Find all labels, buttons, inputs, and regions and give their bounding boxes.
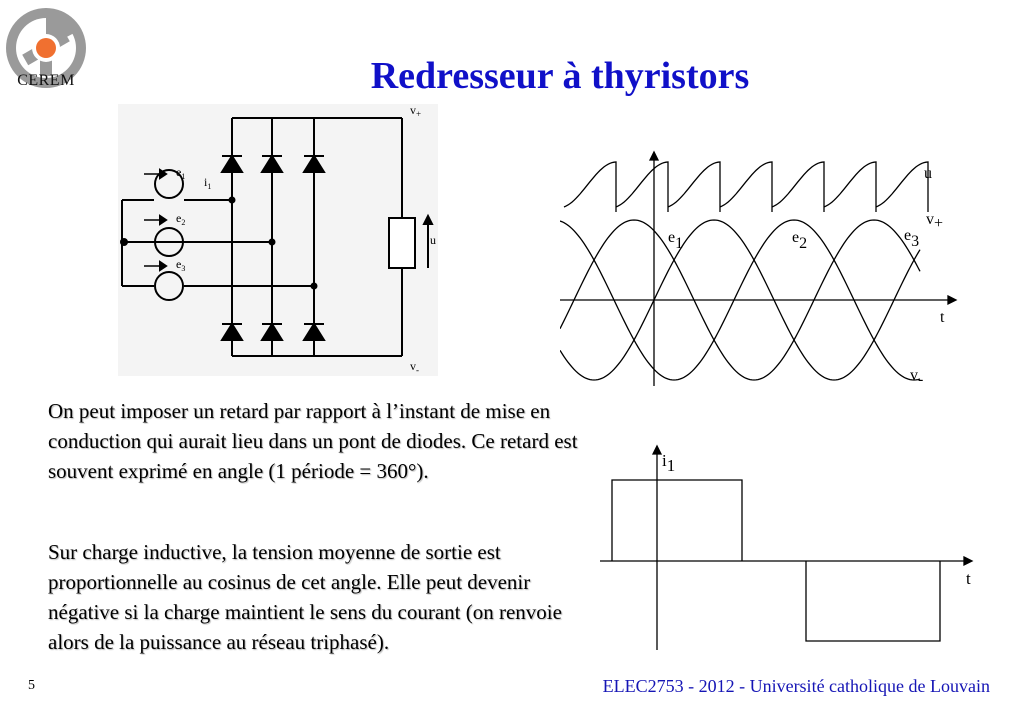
e3-label: e3 bbox=[176, 257, 185, 273]
t-wave-label: t bbox=[940, 309, 945, 326]
e2-wave-label: e2 bbox=[792, 229, 807, 252]
u-label: u bbox=[430, 233, 436, 247]
i1-current-label: i1 bbox=[662, 451, 675, 475]
positive-current-block bbox=[611, 479, 743, 561]
paragraph-inductive-load: Sur charge inductive, la tension moyenne… bbox=[48, 540, 562, 654]
i1-label: i1 bbox=[204, 175, 211, 191]
gear-logo-icon bbox=[6, 8, 86, 88]
e1-curve bbox=[560, 219, 921, 381]
current-plot: i1 t bbox=[600, 444, 974, 650]
e3-curve bbox=[560, 219, 921, 381]
page-number: 5 bbox=[28, 678, 35, 693]
slide-title: Redresseur à thyristors bbox=[370, 55, 750, 97]
vminus-label: v- bbox=[410, 359, 419, 375]
e1-wave-label: e1 bbox=[668, 229, 683, 252]
e3-wave-label: e3 bbox=[904, 227, 919, 250]
thyristor-bridge-diagram: e1 e2 e3 i1 v+ v- u bbox=[118, 104, 438, 376]
negative-current-block bbox=[805, 561, 941, 642]
u-curve bbox=[563, 161, 929, 212]
e2-curve bbox=[560, 219, 921, 381]
waveform-diagram: u e1 e2 e3 v+ v- t bbox=[560, 150, 958, 388]
vplus-label: v+ bbox=[410, 104, 421, 119]
u-wave-label: u bbox=[924, 165, 932, 182]
vminus-wave-label: v- bbox=[910, 367, 923, 388]
footer-text: ELEC2753 - 2012 - Université catholique … bbox=[602, 676, 990, 696]
vplus-wave-label: v+ bbox=[926, 211, 943, 232]
paragraph-delay: On peut imposer un retard par rapport à … bbox=[48, 399, 578, 483]
e2-label: e2 bbox=[176, 211, 185, 227]
e1-label: e1 bbox=[176, 165, 185, 181]
logo-text: CEREM bbox=[17, 72, 75, 89]
t-current-label: t bbox=[966, 569, 971, 588]
